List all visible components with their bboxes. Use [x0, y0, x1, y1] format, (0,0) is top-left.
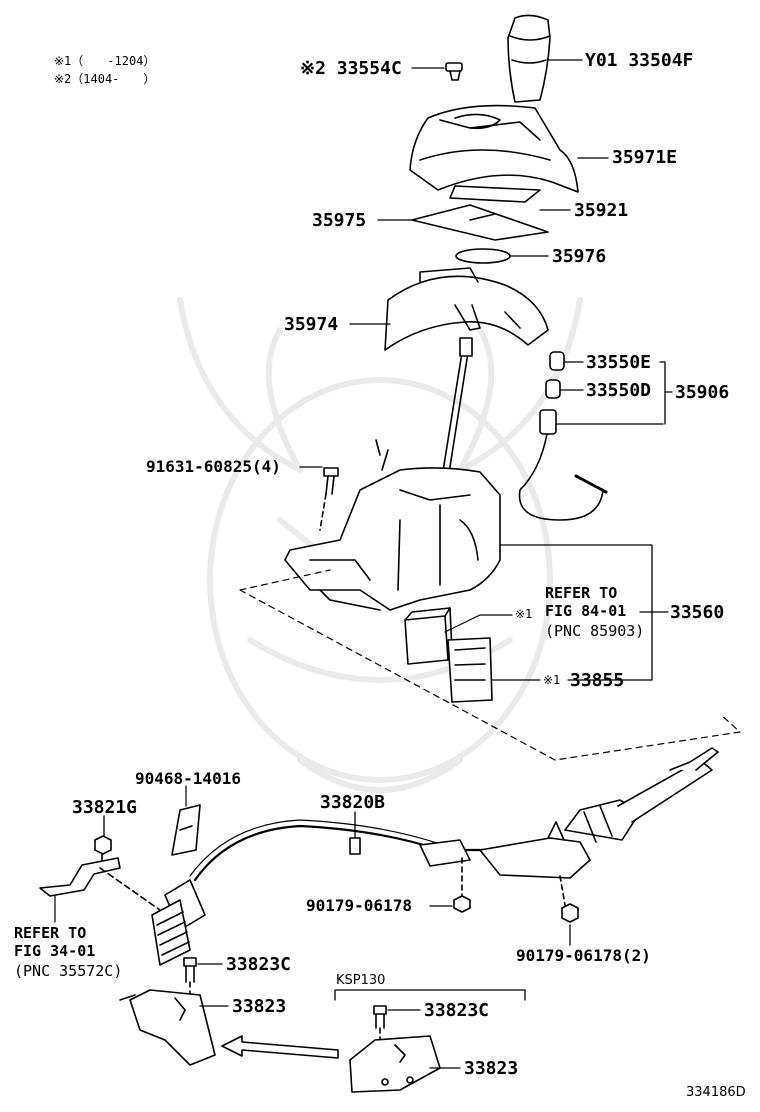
- part-label-35975: 35975: [312, 210, 367, 231]
- indicator-housing-35974: [384, 267, 549, 351]
- refer-note-line1: REFER TO: [545, 584, 618, 602]
- refer-note2-line2: FIG 34-01: [14, 942, 96, 960]
- clip-90468-14016: [171, 785, 201, 856]
- bracket-33823-left: [119, 989, 216, 1066]
- part-label-33823-left: 33823: [232, 996, 287, 1017]
- bolt-33823C-right: [373, 1005, 387, 1081]
- part-label-33504F: Y01 33504F: [585, 50, 694, 71]
- part-label-33821G: 33821G: [72, 797, 138, 818]
- part-label-35921: 35921: [574, 200, 629, 221]
- note-variant-2: ※2（1404- ）: [54, 72, 156, 86]
- part-label-91631-60825: 91631-60825(4): [146, 457, 281, 476]
- nut-90179-06178-a: [453, 895, 471, 913]
- shift-lever-base-33560: [284, 439, 501, 611]
- bolt-91631-60825: [319, 467, 339, 531]
- refer-note-line2: FIG 84-01: [545, 602, 627, 620]
- refer-note2-line3: (PNC 35572C): [14, 962, 123, 980]
- part-label-33823-right: 33823: [464, 1058, 519, 1079]
- part-label-90179-06178: 90179-06178: [306, 896, 412, 915]
- part-label-33855: 33855: [570, 670, 625, 691]
- part-label-33554C: ※2 33554C: [300, 58, 402, 79]
- bracket-33823-right: [349, 1035, 441, 1093]
- direction-arrow: [221, 1035, 339, 1059]
- part-label-90468-14016: 90468-14016: [135, 769, 241, 788]
- shift-cable-33820B: [151, 819, 522, 966]
- assembly-boundary-line: [239, 569, 741, 761]
- model-label-ksp130: KSP130: [336, 973, 386, 988]
- bulb-33550E: [549, 351, 565, 371]
- part-label-33820B: 33820B: [320, 792, 386, 813]
- part-label-35976: 35976: [552, 246, 607, 267]
- cable-end-bracket: [461, 747, 719, 906]
- leader-lines: [103, 59, 673, 1069]
- part-label-33823C-left: 33823C: [226, 954, 292, 975]
- part-label-90179-06178-2: 90179-06178(2): [516, 946, 651, 965]
- part-label-35974: 35974: [284, 314, 339, 335]
- part-label-35906: 35906: [675, 382, 730, 403]
- diagram-id: 334186D: [686, 1085, 746, 1100]
- part-label-33560: 33560: [670, 602, 725, 623]
- part-label-33823C-right: 33823C: [424, 1000, 490, 1021]
- switch-33855: [447, 637, 541, 703]
- variant-mark-1a: ※1: [515, 607, 533, 621]
- nut-90179-06178-b: [561, 903, 579, 923]
- note-variant-1: ※1（ -1204）: [54, 54, 156, 68]
- disc-35976: [455, 248, 511, 264]
- shift-lever-rod: [439, 337, 473, 493]
- wire-harness-35906: [518, 409, 608, 521]
- screw-33554C: [445, 62, 463, 81]
- ksp130-group-bracket: [334, 989, 526, 1001]
- part-label-33550D: 33550D: [586, 380, 652, 401]
- slide-plate-35975: [411, 204, 549, 241]
- shift-knob-33504F: [507, 14, 551, 103]
- part-label-35971E: 35971E: [612, 147, 678, 168]
- cable-bracket-left: [39, 857, 161, 923]
- variant-mark-1b: ※1: [543, 673, 561, 687]
- part-label-33550E: 33550E: [586, 352, 652, 373]
- shift-cover-35971E: [409, 104, 579, 193]
- refer-note2-line1: REFER TO: [14, 924, 87, 942]
- nut-33821G: [94, 835, 112, 863]
- bulb-33550D: [545, 379, 561, 399]
- plate-35921: [449, 185, 541, 203]
- refer-note-line3: (PNC 85903): [545, 622, 645, 640]
